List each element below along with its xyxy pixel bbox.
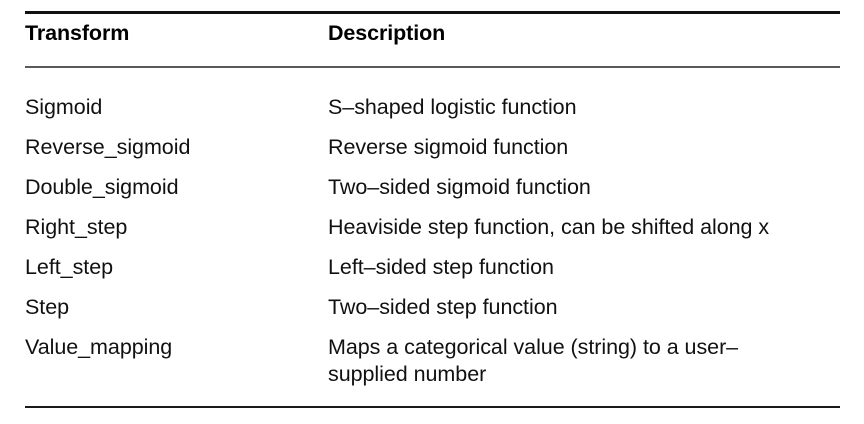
table-row: Value_mapping Maps a categorical value (…: [25, 334, 843, 388]
table-row: Step Two–sided step function: [25, 294, 843, 334]
table-header-rule: [25, 66, 840, 68]
table-row: Reverse_sigmoid Reverse sigmoid function: [25, 134, 843, 174]
table-header-row: Transform Description: [25, 0, 843, 66]
table-row: Left_step Left–sided step function: [25, 254, 843, 294]
table-header: Transform Description: [25, 0, 843, 66]
cell-transform: Sigmoid: [25, 95, 103, 119]
cell-transform: Right_step: [25, 215, 128, 239]
transform-table: Transform Description Sigmoid S–shaped l…: [25, 0, 843, 388]
cell-transform: Left_step: [25, 255, 114, 279]
cell-description: S–shaped logistic function: [328, 95, 577, 119]
column-header-transform: Transform: [25, 21, 130, 45]
cell-description: Two–sided step function: [328, 295, 558, 319]
table-bottom-rule: [25, 406, 840, 408]
cell-description: Left–sided step function: [328, 255, 554, 279]
table-body: Sigmoid S–shaped logistic function Rever…: [25, 66, 843, 388]
cell-transform: Step: [25, 295, 70, 319]
cell-transform: Reverse_sigmoid: [25, 135, 191, 159]
table-top-rule: [25, 11, 840, 14]
table-row: Sigmoid S–shaped logistic function: [25, 94, 843, 134]
table-header-gap: [25, 66, 843, 94]
cell-description: Reverse sigmoid function: [328, 135, 569, 159]
cell-description: Heaviside step function, can be shifted …: [328, 215, 770, 239]
cell-description: Maps a categorical value (string) to a u…: [328, 335, 739, 386]
cell-transform: Value_mapping: [25, 335, 173, 359]
cell-description: Two–sided sigmoid function: [328, 175, 591, 199]
table-row: Double_sigmoid Two–sided sigmoid functio…: [25, 174, 843, 214]
column-header-description: Description: [328, 21, 446, 45]
cell-transform: Double_sigmoid: [25, 175, 179, 199]
table-row: Right_step Heaviside step function, can …: [25, 214, 843, 254]
